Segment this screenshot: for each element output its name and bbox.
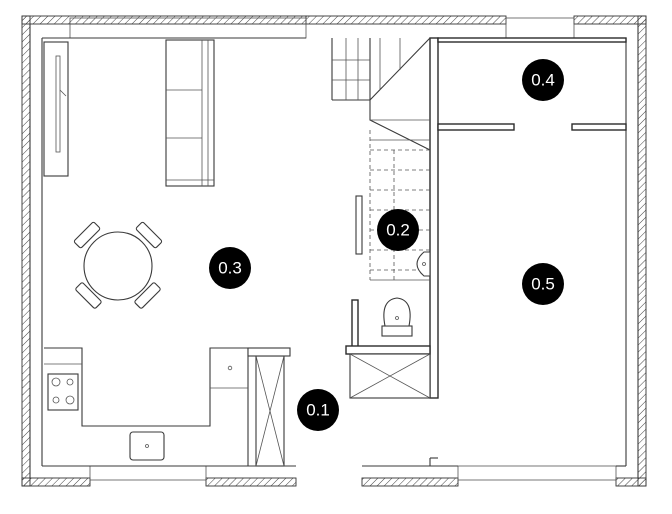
svg-text:0.1: 0.1 — [306, 401, 330, 420]
door-bath — [355, 195, 363, 255]
dining-table-icon — [73, 221, 163, 309]
tv-icon — [43, 41, 69, 177]
sofa-icon — [165, 39, 215, 187]
window-bottom-right — [457, 465, 617, 481]
room-badge-02: 0.2 — [377, 209, 419, 251]
room-badge-05: 0.5 — [522, 263, 564, 305]
room-badge-01: 0.1 — [297, 389, 339, 431]
partition-vertical-mid — [429, 37, 439, 399]
wall-right — [637, 15, 647, 487]
cooktop-knob — [227, 365, 233, 371]
exterior-walls — [21, 15, 647, 487]
wall-bottom-4 — [615, 477, 647, 487]
wall-top-left — [21, 15, 307, 25]
window-top-right — [505, 17, 575, 39]
wall-top-right — [573, 15, 647, 25]
bath-wall-bottom — [345, 345, 431, 355]
wall-bottom-1 — [21, 477, 91, 487]
window-bottom-left — [89, 465, 207, 481]
interior-walls — [331, 37, 627, 399]
partition-04-right — [571, 123, 627, 131]
room-badge-04: 0.4 — [522, 59, 564, 101]
washbasin-icon — [416, 251, 431, 277]
partition-04-top — [437, 37, 627, 43]
partition-04-left — [437, 123, 515, 131]
svg-text:0.4: 0.4 — [531, 71, 555, 90]
wall-top-mid — [305, 15, 507, 25]
bath-wall-left — [351, 299, 359, 353]
sink-icon — [129, 431, 165, 461]
cabinet-top — [247, 347, 291, 357]
wall-bottom-3 — [361, 477, 459, 487]
room-badge-03: 0.3 — [209, 247, 251, 289]
staircase — [332, 37, 431, 281]
stove-icon — [47, 373, 79, 411]
svg-text:0.2: 0.2 — [386, 221, 410, 240]
svg-text:0.3: 0.3 — [218, 259, 242, 278]
kitchen-counter — [44, 347, 249, 467]
svg-text:0.5: 0.5 — [531, 275, 555, 294]
wall-left — [21, 15, 31, 487]
wall-bottom-2 — [205, 477, 297, 487]
inner-wall-outline — [29, 24, 639, 478]
toilet-icon — [381, 297, 413, 337]
